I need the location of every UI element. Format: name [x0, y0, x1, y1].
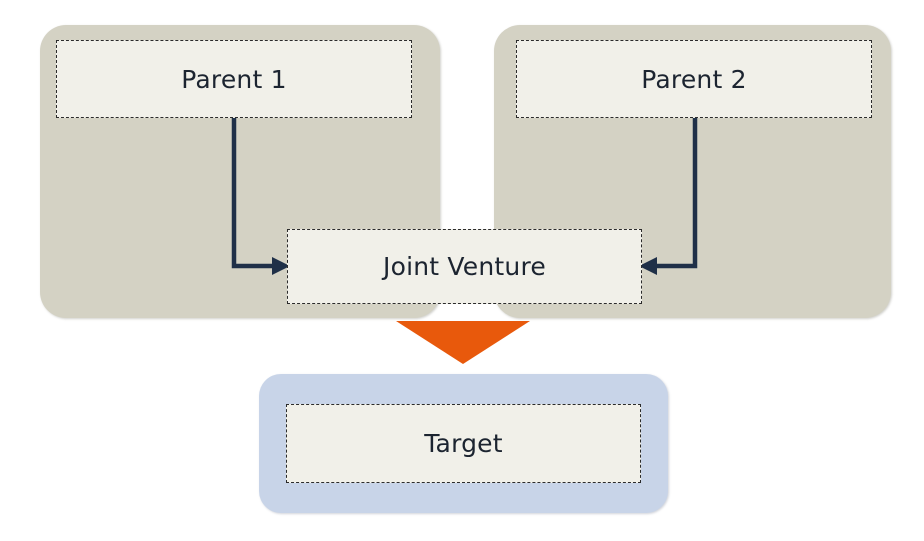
node-joint-venture-label: Joint Venture: [383, 252, 546, 281]
node-target-label: Target: [424, 429, 503, 458]
node-parent-1-label: Parent 1: [181, 64, 287, 94]
jv-to-target-arrow-icon: [396, 321, 530, 364]
node-target[interactable]: Target: [286, 404, 641, 483]
node-parent-2[interactable]: Parent 2: [516, 40, 872, 118]
node-parent-2-label: Parent 2: [641, 64, 747, 94]
node-joint-venture[interactable]: Joint Venture: [287, 229, 642, 304]
node-parent-1[interactable]: Parent 1: [56, 40, 412, 118]
